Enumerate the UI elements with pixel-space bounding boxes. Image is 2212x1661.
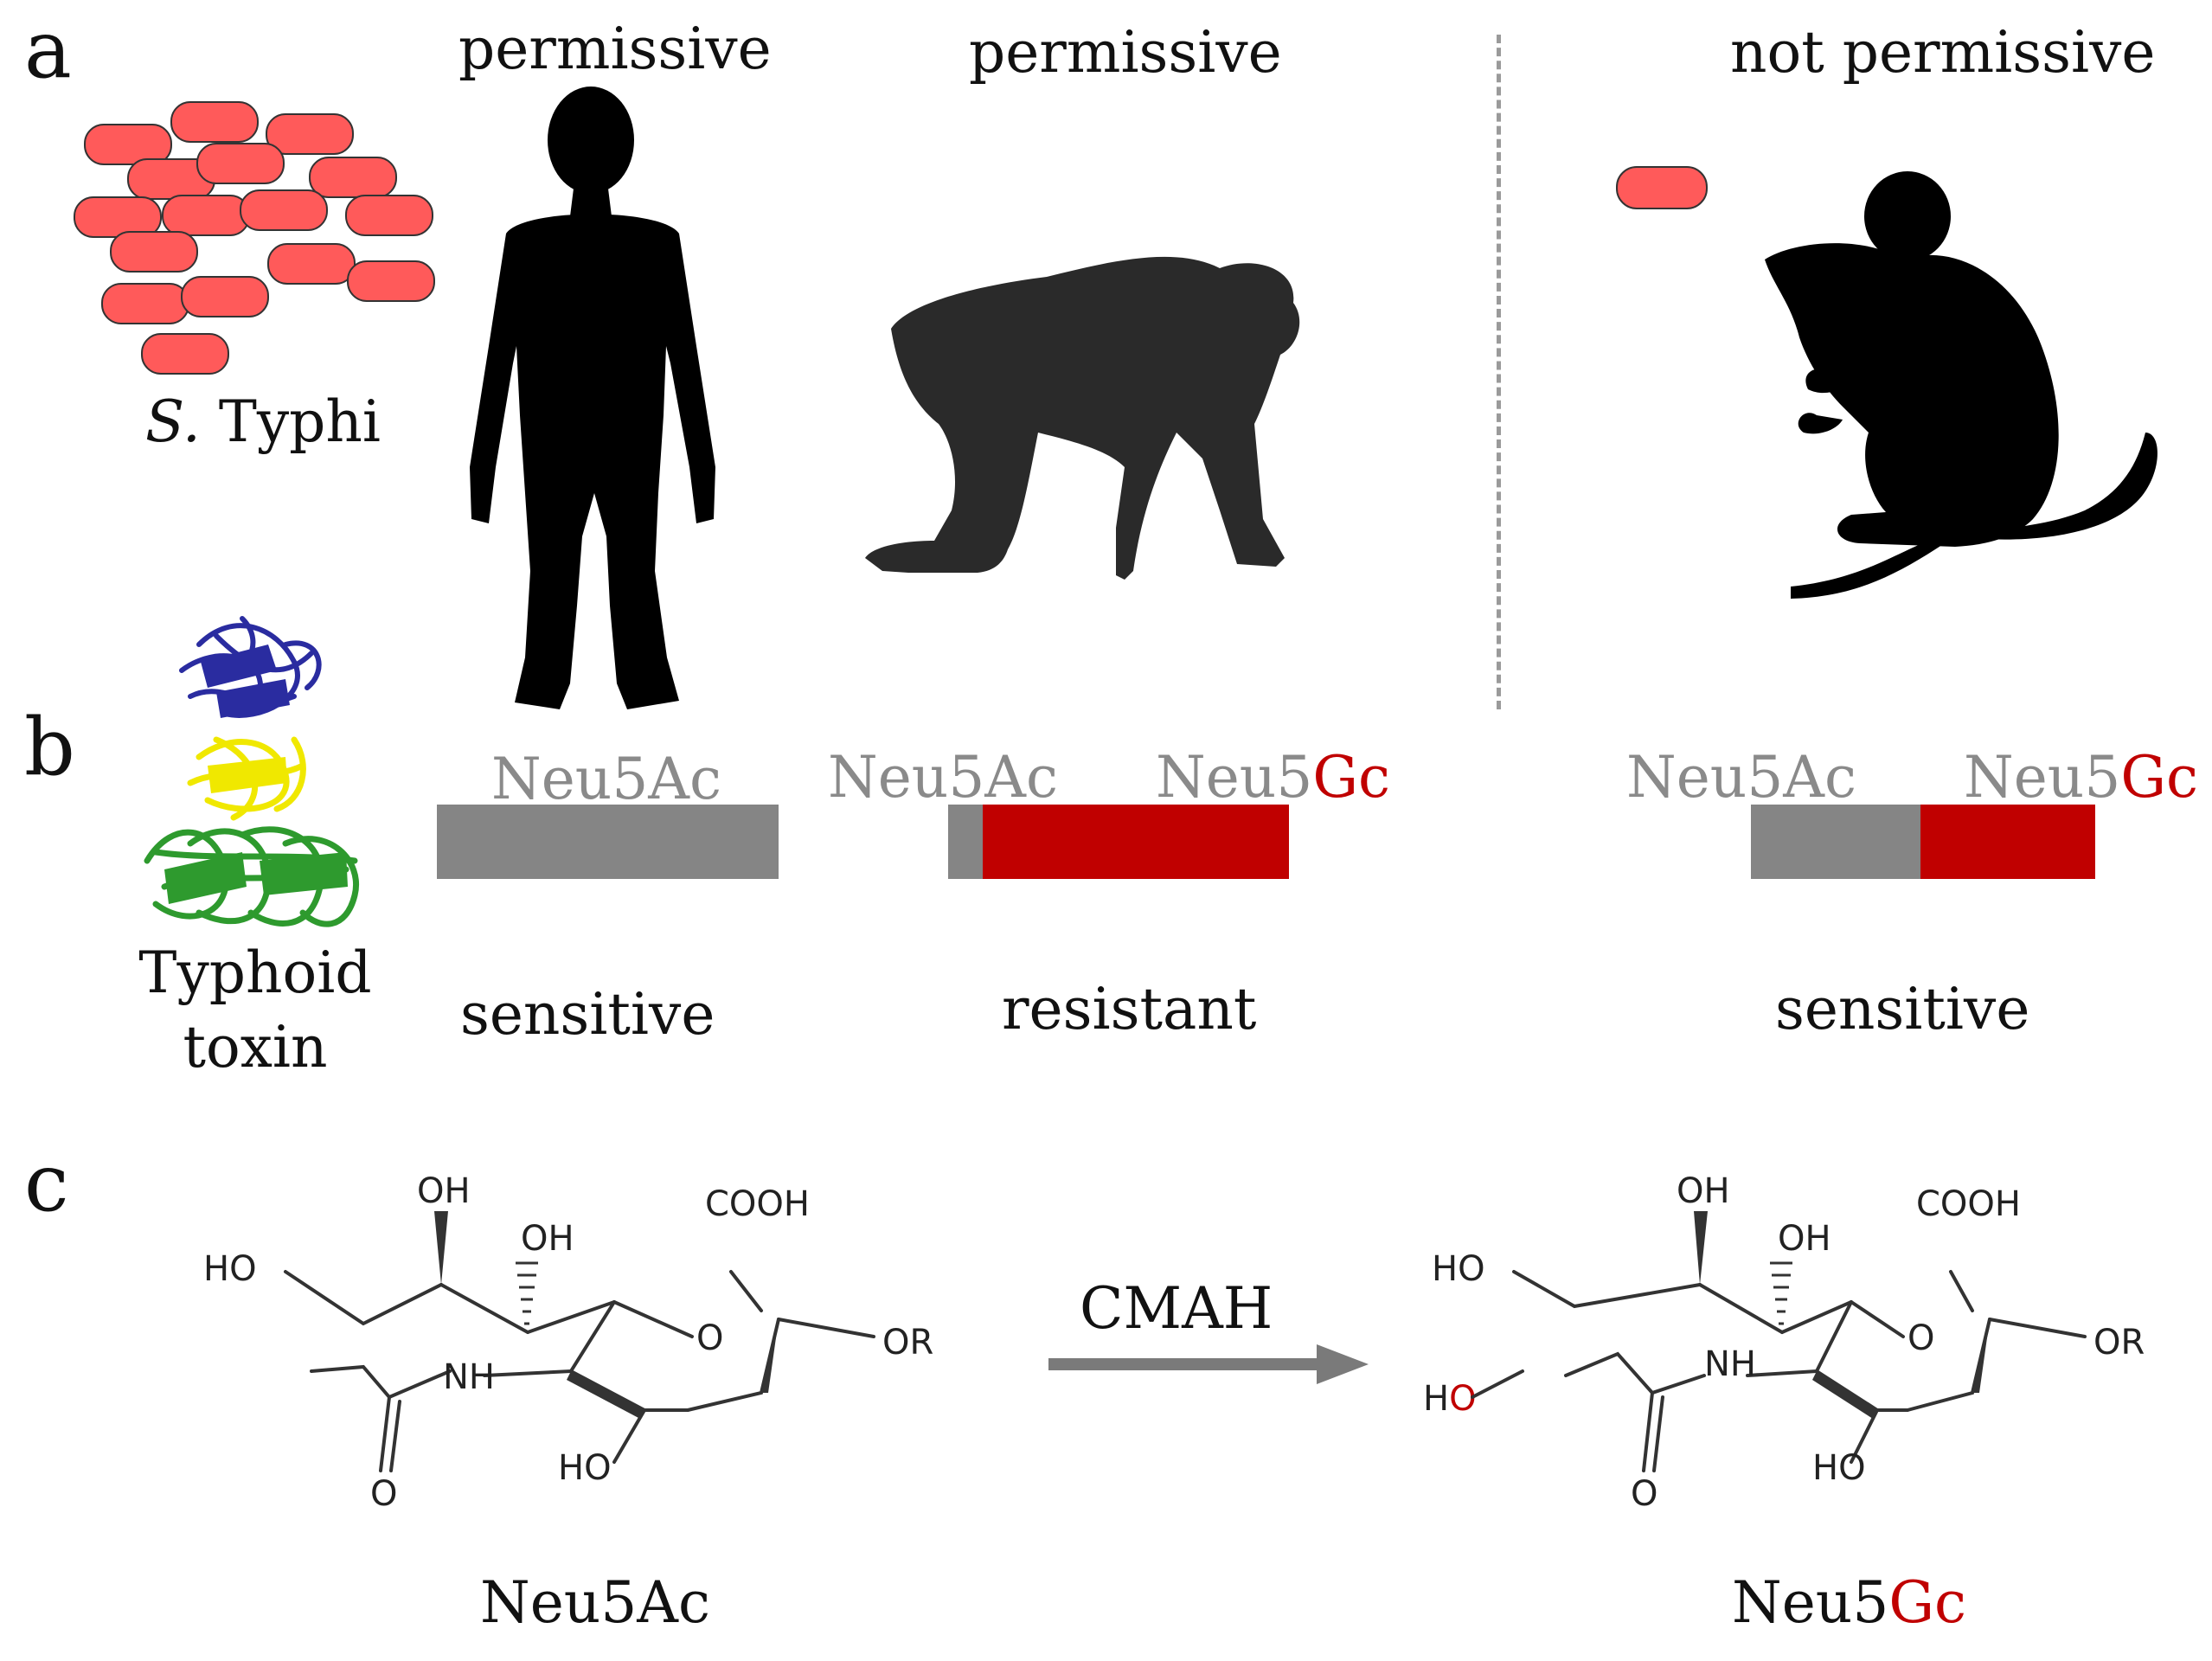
mouse-neu5gc-bar bbox=[1920, 805, 2095, 879]
chimp-permissiveness: permissive bbox=[969, 19, 1282, 86]
mouse-neu5ac-bar bbox=[1751, 805, 1920, 879]
neu5gc-name-suffix: Gc bbox=[1888, 1569, 1966, 1636]
neu5ac-name: Neu5Ac bbox=[480, 1569, 710, 1636]
enzyme-label: CMAH bbox=[1080, 1275, 1273, 1342]
typhoid-toxin-structure-icon bbox=[144, 616, 359, 927]
ac-oh-2: OH bbox=[521, 1219, 574, 1259]
gc-glycolyl-h: H bbox=[1423, 1379, 1449, 1419]
toxin-label-line2: toxin bbox=[183, 1014, 328, 1081]
chimp-neu5gc-bar bbox=[983, 805, 1289, 879]
ac-nh: NH bbox=[443, 1357, 495, 1397]
panel-c-letter: c bbox=[24, 1137, 69, 1229]
human-sensitivity: sensitive bbox=[460, 981, 715, 1048]
mouse-neu5gc-prefix: Neu5 bbox=[1964, 744, 2121, 811]
human-silhouette-icon bbox=[470, 87, 715, 709]
ac-oh-1: OH bbox=[417, 1171, 471, 1211]
mouse-neu5gc-suffix: Gc bbox=[2120, 744, 2198, 811]
mouse-sensitivity: sensitive bbox=[1775, 976, 2030, 1042]
chimp-neu5gc-label: Neu5Gc bbox=[1156, 749, 1390, 806]
bacteria-label: S. Typhi bbox=[145, 394, 381, 451]
gc-glycolyl-o: O bbox=[1449, 1379, 1476, 1419]
human-neu5ac-label: Neu5Ac bbox=[491, 746, 721, 812]
human-neu5ac-bar bbox=[437, 805, 779, 879]
neu5gc-name: Neu5Gc bbox=[1732, 1574, 1966, 1632]
gc-o-ring: O bbox=[1907, 1318, 1934, 1358]
bacteria-cluster-icon bbox=[74, 101, 435, 375]
neu5gc-name-prefix: Neu5 bbox=[1732, 1569, 1889, 1636]
ac-ho-2: HO bbox=[558, 1448, 612, 1488]
divider-line bbox=[1497, 35, 1501, 709]
toxin-label-line1: Typhoid bbox=[138, 940, 372, 1006]
chimp-neu5gc-suffix: Gc bbox=[1312, 744, 1390, 811]
neu5ac-structure-diagram: OH OH HO NH O COOH OR HO O bbox=[203, 1171, 933, 1514]
human-permissiveness: permissive bbox=[458, 16, 772, 82]
chimp-neu5gc-prefix: Neu5 bbox=[1156, 744, 1313, 811]
reaction-arrow-icon bbox=[1048, 1344, 1369, 1384]
chimp-neu5ac-label: Neu5Ac bbox=[828, 744, 1058, 811]
ac-o-ring: O bbox=[696, 1318, 723, 1358]
single-bacterium-icon bbox=[1616, 166, 1708, 209]
bacteria-genus: S. bbox=[145, 388, 201, 455]
gc-or: OR bbox=[2093, 1323, 2145, 1363]
mouse-silhouette-icon bbox=[1765, 171, 2158, 599]
ac-ho-1: HO bbox=[203, 1249, 257, 1289]
gc-oh-2: OH bbox=[1778, 1219, 1831, 1259]
mouse-neu5ac-label: Neu5Ac bbox=[1626, 744, 1856, 811]
chimpanzee-silhouette-icon bbox=[865, 256, 1300, 580]
panel-a-letter: a bbox=[24, 3, 72, 96]
gc-cooh: COOH bbox=[1916, 1184, 2021, 1224]
ac-o-carbonyl: O bbox=[370, 1474, 397, 1514]
chimp-sensitivity: resistant bbox=[1002, 976, 1257, 1042]
gc-oh-1: OH bbox=[1677, 1171, 1730, 1211]
gc-glycolyl-ho: HO bbox=[1423, 1379, 1477, 1419]
mouse-permissiveness: not permissive bbox=[1730, 19, 2156, 86]
ac-cooh: COOH bbox=[705, 1184, 810, 1224]
bacteria-serovar: Typhi bbox=[218, 388, 381, 455]
chimp-neu5ac-bar bbox=[948, 805, 983, 879]
gc-o-carbonyl: O bbox=[1631, 1474, 1657, 1514]
gc-ho-1: HO bbox=[1432, 1249, 1485, 1289]
gc-ho-2: HO bbox=[1812, 1448, 1866, 1488]
neu5gc-structure-diagram: OH OH HO NH O COOH OR HO O HO bbox=[1423, 1171, 2145, 1514]
ac-or: OR bbox=[882, 1323, 933, 1363]
panel-b-letter: b bbox=[24, 701, 75, 793]
gc-nh: NH bbox=[1704, 1344, 1756, 1384]
mouse-neu5gc-label: Neu5Gc bbox=[1964, 749, 2198, 806]
